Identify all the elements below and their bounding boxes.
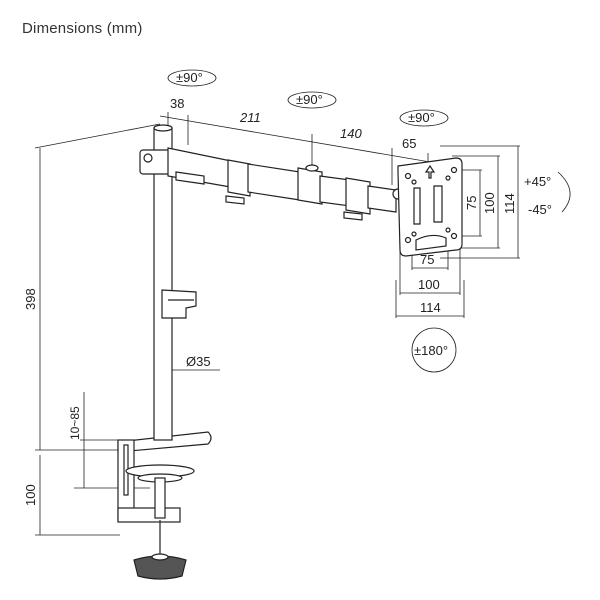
label-211: 211 bbox=[239, 110, 261, 125]
label-vesa-h-100: 100 bbox=[418, 277, 440, 292]
label-65: 65 bbox=[402, 136, 416, 151]
label-clamp-height: 100 bbox=[23, 484, 38, 506]
desk-clamp bbox=[117, 431, 212, 580]
label-vesa-v-114: 114 bbox=[502, 193, 517, 214]
page-title: Dimensions (mm) bbox=[22, 20, 143, 37]
label-rotation-mid: ±90° bbox=[296, 92, 323, 107]
arm bbox=[139, 147, 404, 221]
rotation-indicators bbox=[167, 69, 571, 373]
label-clamp-range: 10~85 bbox=[68, 406, 82, 440]
label-rotation-head: ±90° bbox=[408, 110, 435, 125]
pole bbox=[153, 124, 197, 441]
label-tilt-up: +45° bbox=[524, 174, 551, 189]
label-140: 140 bbox=[340, 126, 362, 141]
label-tilt-down: -45° bbox=[528, 202, 552, 217]
label-vesa-h-75: 75 bbox=[420, 252, 434, 267]
label-398: 398 bbox=[23, 288, 38, 310]
label-vesa-v-100: 100 bbox=[482, 192, 497, 214]
label-diameter: Ø35 bbox=[186, 354, 211, 369]
label-vesa-v-75: 75 bbox=[464, 196, 479, 210]
label-rotation-pole: ±90° bbox=[176, 70, 203, 85]
label-38: 38 bbox=[170, 96, 184, 111]
dimension-labels: ±90° ±90° ±90° 38 211 140 65 398 Ø35 10~… bbox=[23, 70, 552, 506]
vesa-plate bbox=[397, 157, 463, 257]
label-vesa-h-114: 114 bbox=[420, 300, 441, 315]
label-rotate: ±180° bbox=[414, 343, 448, 358]
